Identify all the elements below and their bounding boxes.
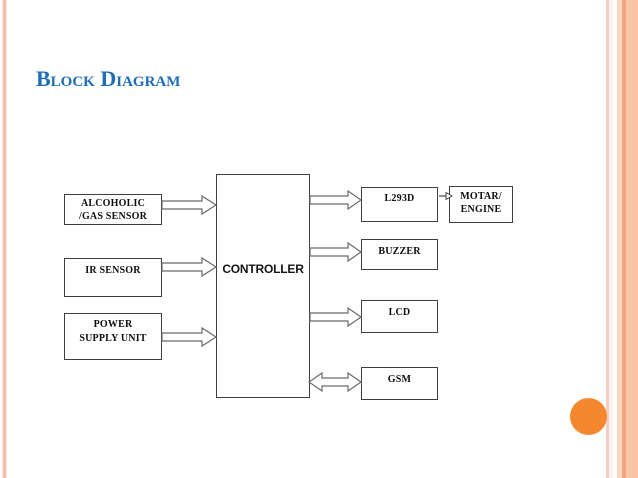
block-power-supply-line2: SUPPLY UNIT: [79, 333, 147, 344]
block-buzzer-label: BUZZER: [378, 246, 421, 257]
slide-title: Block Diagram: [36, 66, 181, 91]
block-ir-sensor: IR SENSOR: [64, 258, 162, 297]
block-ir-sensor-label: IR SENSOR: [85, 265, 141, 276]
block-controller: CONTROLLER: [216, 174, 310, 398]
block-power-supply-unit: POWER SUPPLY UNIT: [64, 313, 162, 360]
controller-to-buzzer-arrow: [309, 241, 363, 263]
block-l293d: L293D: [361, 187, 438, 222]
block-lcd: LCD: [361, 300, 438, 333]
ir-to-controller-arrow: [161, 256, 218, 278]
l293d-to-motar-arrowhead: [445, 191, 453, 201]
block-buzzer: BUZZER: [361, 239, 438, 270]
alcohol-to-controller-arrow: [161, 194, 218, 216]
block-controller-label: CONTROLLER: [222, 262, 304, 276]
controller-to-lcd-arrow: [309, 306, 363, 328]
block-gsm: GSM: [361, 367, 438, 400]
block-gsm-label: GSM: [387, 374, 412, 385]
block-motar-engine-line1: MOTAR/: [460, 191, 502, 202]
block-lcd-label: LCD: [388, 307, 411, 318]
corner-accent-circle: [570, 398, 607, 435]
left-border-stripe: [2, 0, 7, 478]
block-alcohol-gas-sensor-line1: ALCOHOLIC: [80, 198, 146, 209]
psu-to-controller-arrow: [161, 326, 218, 348]
controller-gsm-double-arrow: [307, 371, 363, 393]
controller-to-l293d-arrow: [309, 189, 363, 211]
block-alcohol-gas-sensor-line2: /GAS SENSOR: [78, 211, 148, 222]
block-motar-engine-line2: ENGINE: [460, 204, 502, 215]
block-motar-engine: MOTAR/ ENGINE: [449, 186, 513, 223]
block-alcohol-gas-sensor: ALCOHOLIC /GAS SENSOR: [64, 194, 162, 225]
block-power-supply-line1: POWER: [93, 319, 133, 330]
right-border-stripes: [606, 0, 638, 478]
block-l293d-label: L293D: [384, 193, 415, 204]
